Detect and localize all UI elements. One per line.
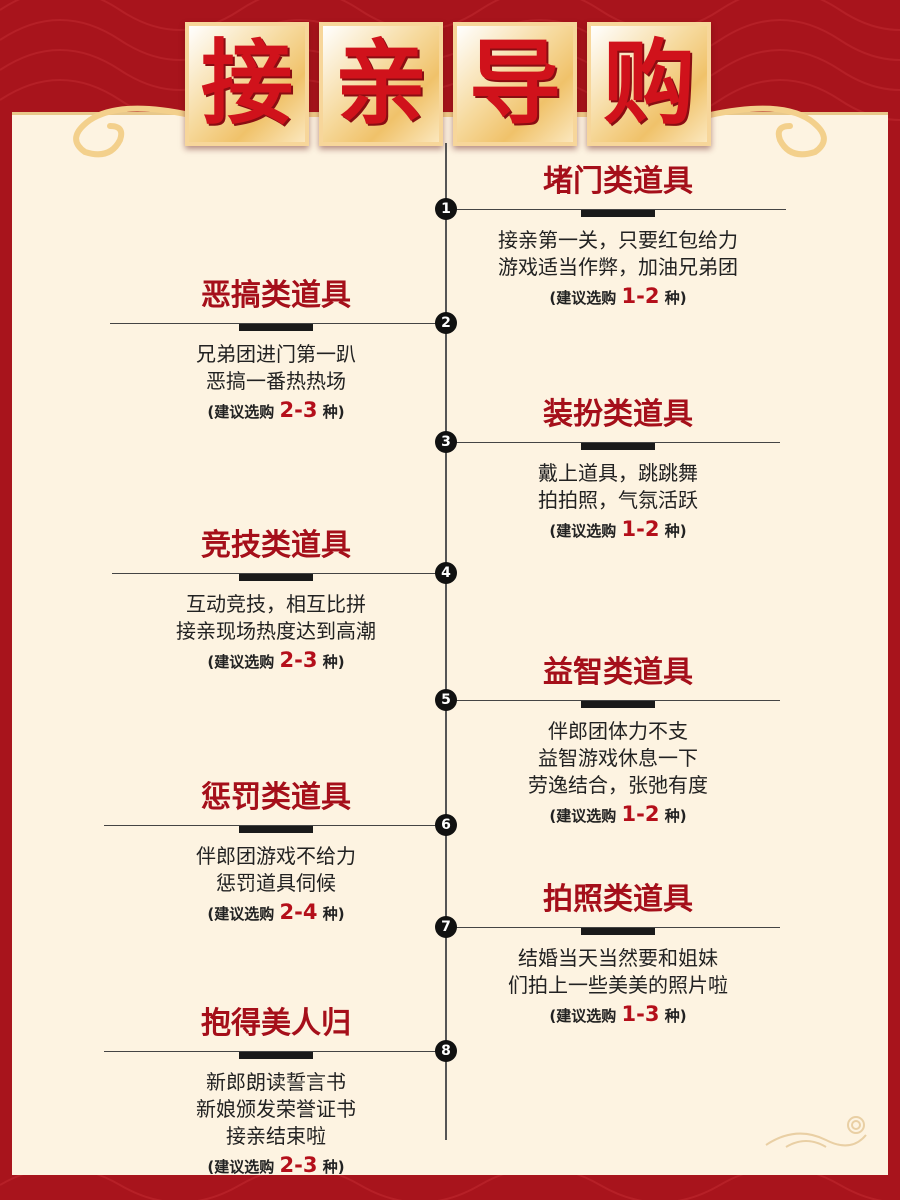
title-char: 导 <box>468 30 561 137</box>
title-char-tile: 购 <box>587 22 711 146</box>
section-divider <box>446 209 786 210</box>
step-number-4: 4 <box>435 562 457 584</box>
section-divider <box>446 700 780 701</box>
section-block-1: 堵门类道具 接亲第一关，只要红包给力 游戏适当作弊，加油兄弟团 (建议选购 1-… <box>468 162 768 311</box>
purchase-suggestion: (建议选购 2-3 种) <box>207 398 345 422</box>
section-title: 惩罚类道具 <box>201 780 351 815</box>
title-underline <box>581 928 655 935</box>
section-block-8: 抱得美人归 新郎朗读誓言书 新娘颁发荣誉证书 接亲结束啦 (建议选购 2-3 种… <box>126 1004 426 1180</box>
section-description: 戴上道具，跳跳舞 拍拍照，气氛活跃 <box>538 461 698 512</box>
section-description: 伴郎团游戏不给力 惩罚道具伺候 <box>196 844 356 895</box>
title-underline <box>239 574 313 581</box>
section-title: 竞技类道具 <box>201 528 351 563</box>
title-underline <box>239 1052 313 1059</box>
section-block-7: 拍照类道具 结婚当天当然要和姐妹 们拍上一些美美的照片啦 (建议选购 1-3 种… <box>468 880 768 1029</box>
content-panel <box>12 112 888 1175</box>
step-number-1: 1 <box>435 198 457 220</box>
section-block-5: 益智类道具 伴郎团体力不支 益智游戏休息一下 劳逸结合，张弛有度 (建议选购 1… <box>468 653 768 829</box>
step-number-2: 2 <box>435 312 457 334</box>
step-number-6: 6 <box>435 814 457 836</box>
purchase-suggestion: (建议选购 1-2 种) <box>549 517 687 541</box>
purchase-suggestion: (建议选购 2-3 种) <box>207 1153 345 1177</box>
section-description: 互动竞技，相互比拼 接亲现场热度达到高潮 <box>176 592 376 643</box>
section-divider <box>446 442 780 443</box>
step-number-5: 5 <box>435 689 457 711</box>
section-title: 益智类道具 <box>543 655 693 690</box>
step-number-3: 3 <box>435 431 457 453</box>
title-underline <box>581 210 655 217</box>
section-block-2: 恶搞类道具 兄弟团进门第一趴 恶搞一番热热场 (建议选购 2-3 种) <box>126 276 426 425</box>
title-underline <box>239 826 313 833</box>
purchase-suggestion: (建议选购 2-4 种) <box>207 900 345 924</box>
section-divider <box>110 323 446 324</box>
section-title: 装扮类道具 <box>543 397 693 432</box>
section-title: 抱得美人归 <box>201 1006 351 1041</box>
section-divider <box>112 573 446 574</box>
section-description: 接亲第一关，只要红包给力 游戏适当作弊，加油兄弟团 <box>498 228 738 279</box>
purchase-suggestion: (建议选购 1-3 种) <box>549 1002 687 1026</box>
section-block-6: 惩罚类道具 伴郎团游戏不给力 惩罚道具伺候 (建议选购 2-4 种) <box>126 778 426 927</box>
title-underline <box>581 443 655 450</box>
title-char: 亲 <box>334 30 427 137</box>
section-divider <box>104 1051 446 1052</box>
step-number-7: 7 <box>435 916 457 938</box>
purchase-suggestion: (建议选购 1-2 种) <box>549 284 687 308</box>
title-char: 接 <box>200 30 293 137</box>
purchase-suggestion: (建议选购 2-3 种) <box>207 648 345 672</box>
purchase-suggestion: (建议选购 1-2 种) <box>549 802 687 826</box>
section-description: 新郎朗读誓言书 新娘颁发荣誉证书 接亲结束啦 <box>196 1070 356 1148</box>
section-title: 堵门类道具 <box>543 164 693 199</box>
section-title: 拍照类道具 <box>543 882 693 917</box>
scroll-ornament <box>73 105 827 158</box>
title-underline <box>239 324 313 331</box>
section-block-4: 竞技类道具 互动竞技，相互比拼 接亲现场热度达到高潮 (建议选购 2-3 种) <box>126 526 426 675</box>
title-char-tile: 接 <box>185 22 309 146</box>
title-char: 购 <box>602 30 695 137</box>
timeline-line <box>445 143 447 1140</box>
title-char-tile: 亲 <box>319 22 443 146</box>
section-divider <box>104 825 446 826</box>
title-char-tile: 导 <box>453 22 577 146</box>
title-underline <box>581 701 655 708</box>
step-number-8: 8 <box>435 1040 457 1062</box>
section-description: 兄弟团进门第一趴 恶搞一番热热场 <box>196 342 356 393</box>
section-description: 伴郎团体力不支 益智游戏休息一下 劳逸结合，张弛有度 <box>528 719 708 797</box>
section-description: 结婚当天当然要和姐妹 们拍上一些美美的照片啦 <box>508 946 728 997</box>
cloud-corner-decoration <box>765 1116 867 1148</box>
section-block-3: 装扮类道具 戴上道具，跳跳舞 拍拍照，气氛活跃 (建议选购 1-2 种) <box>468 395 768 544</box>
section-title: 恶搞类道具 <box>201 278 351 313</box>
section-divider <box>446 927 780 928</box>
